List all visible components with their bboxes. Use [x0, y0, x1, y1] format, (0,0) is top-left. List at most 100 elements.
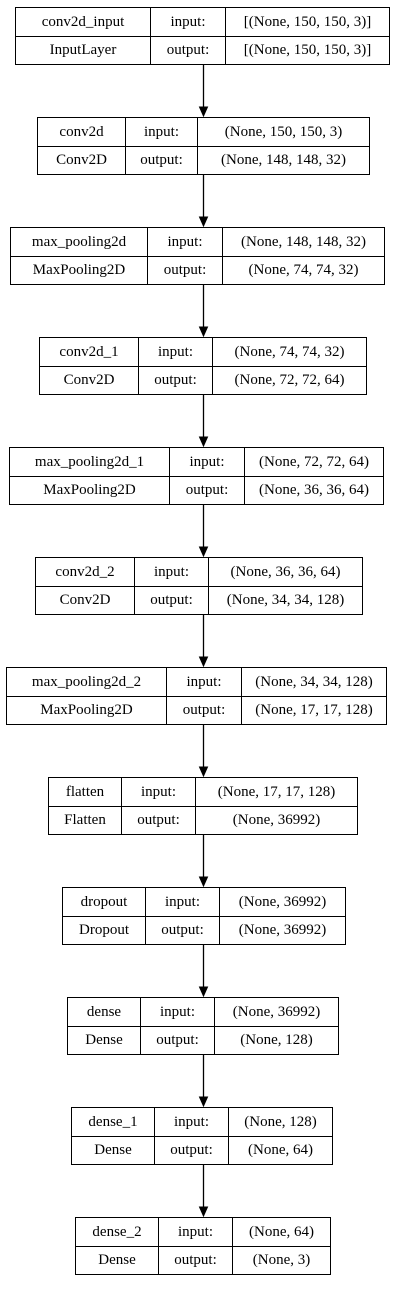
output-shape: (None, 64) [228, 1136, 332, 1164]
input-port-label: input: [147, 228, 222, 256]
arrowhead-icon [198, 1206, 209, 1218]
arrowhead-icon [198, 436, 209, 448]
output-port-label: output: [158, 1246, 232, 1274]
arrowhead-icon [198, 766, 209, 778]
layer-output-row: MaxPooling2D output:(None, 74, 74, 32) [11, 256, 384, 284]
layer-name: dropout [80, 893, 128, 910]
input-shape: (None, 36992) [219, 888, 345, 916]
input-port-label: input: [134, 558, 208, 586]
input-shape: (None, 36992) [214, 998, 338, 1026]
output-port-label: output: [138, 366, 212, 394]
input-shape: (None, 64) [232, 1218, 330, 1246]
layer-name: conv2d [59, 123, 104, 140]
output-port-label: output: [145, 916, 219, 944]
layer-input-row: dropout input:(None, 36992) [63, 888, 345, 917]
arrowhead-icon [198, 546, 209, 558]
arrowhead-icon [198, 986, 209, 998]
input-port-label: input: [150, 8, 225, 36]
output-port-label: output: [169, 476, 244, 504]
layer-node-dropout: dropout input:(None, 36992) Dropout output:… [62, 887, 346, 945]
output-shape: (None, 128) [214, 1026, 338, 1054]
input-port-label: input: [121, 778, 195, 806]
layer-input-row: conv2d input:(None, 150, 150, 3) [38, 118, 369, 147]
input-shape: (None, 34, 34, 128) [241, 668, 386, 696]
layer-type: Dense [98, 1251, 136, 1268]
layer-name: conv2d_1 [59, 343, 119, 360]
layer-type: Conv2D [56, 151, 107, 168]
output-port-label: output: [147, 256, 222, 284]
input-shape: [(None, 150, 150, 3)] [225, 8, 389, 36]
input-port-label: input: [145, 888, 219, 916]
output-shape: (None, 3) [232, 1246, 330, 1274]
layer-output-row: Conv2D output:(None, 148, 148, 32) [38, 146, 369, 174]
output-port-label: output: [154, 1136, 228, 1164]
layer-input-row: dense input:(None, 36992) [68, 998, 338, 1027]
input-port-label: input: [138, 338, 212, 366]
layer-type: MaxPooling2D [40, 701, 133, 718]
layer-type: Conv2D [63, 371, 115, 388]
output-shape: (None, 72, 72, 64) [212, 366, 366, 394]
output-shape: (None, 148, 148, 32) [197, 146, 369, 174]
layer-type: Conv2D [59, 591, 111, 608]
layer-input-row: conv2d_1 input:(None, 74, 74, 32) [40, 338, 366, 367]
layer-type: MaxPooling2D [32, 261, 126, 278]
input-shape: (None, 74, 74, 32) [212, 338, 366, 366]
layer-name: max_pooling2d_2 [31, 673, 142, 690]
input-port-label: input: [158, 1218, 232, 1246]
layer-input-row: max_pooling2d input:(None, 148, 148, 32) [11, 228, 384, 257]
output-shape: (None, 36992) [195, 806, 357, 834]
layer-output-row: Conv2D output:(None, 72, 72, 64) [40, 366, 366, 394]
layer-name: dense [86, 1003, 122, 1020]
layer-name: flatten [65, 783, 105, 800]
layer-type: Dense [94, 1141, 132, 1158]
input-port-label: input: [125, 118, 197, 146]
layer-node-conv2d-1: conv2d_1 input:(None, 74, 74, 32) Conv2D ou… [39, 337, 367, 395]
input-port-label: input: [169, 448, 244, 476]
input-port-label: input: [140, 998, 214, 1026]
input-shape: (None, 36, 36, 64) [208, 558, 362, 586]
layer-type: MaxPooling2D [43, 481, 136, 498]
layer-output-row: Dense output:(None, 64) [72, 1136, 332, 1164]
arrowhead-icon [198, 216, 209, 228]
output-shape: (None, 34, 34, 128) [208, 586, 362, 614]
layer-output-row: Flatten output:(None, 36992) [49, 806, 357, 834]
output-shape: (None, 36, 36, 64) [244, 476, 383, 504]
layer-type: Dropout [79, 921, 129, 938]
output-shape: (None, 36992) [219, 916, 345, 944]
input-shape: (None, 128) [228, 1108, 332, 1136]
input-shape: (None, 148, 148, 32) [222, 228, 384, 256]
input-port-label: input: [166, 668, 241, 696]
output-shape: (None, 17, 17, 128) [241, 696, 386, 724]
input-port-label: input: [154, 1108, 228, 1136]
layer-name: max_pooling2d [31, 233, 127, 250]
output-port-label: output: [150, 36, 225, 64]
layer-type: Dense [85, 1031, 123, 1048]
layer-node-max-pooling2d-2: max_pooling2d_2 input:(None, 34, 34, 128)… [6, 667, 387, 725]
layer-output-row: Conv2D output:(None, 34, 34, 128) [36, 586, 362, 614]
layer-type: Flatten [64, 811, 106, 828]
arrowhead-icon [198, 656, 209, 668]
arrowhead-icon [198, 326, 209, 338]
input-shape: (None, 150, 150, 3) [197, 118, 369, 146]
output-shape: (None, 74, 74, 32) [222, 256, 384, 284]
output-port-label: output: [134, 586, 208, 614]
output-port-label: output: [121, 806, 195, 834]
layer-type: InputLayer [49, 41, 117, 58]
output-port-label: output: [125, 146, 197, 174]
